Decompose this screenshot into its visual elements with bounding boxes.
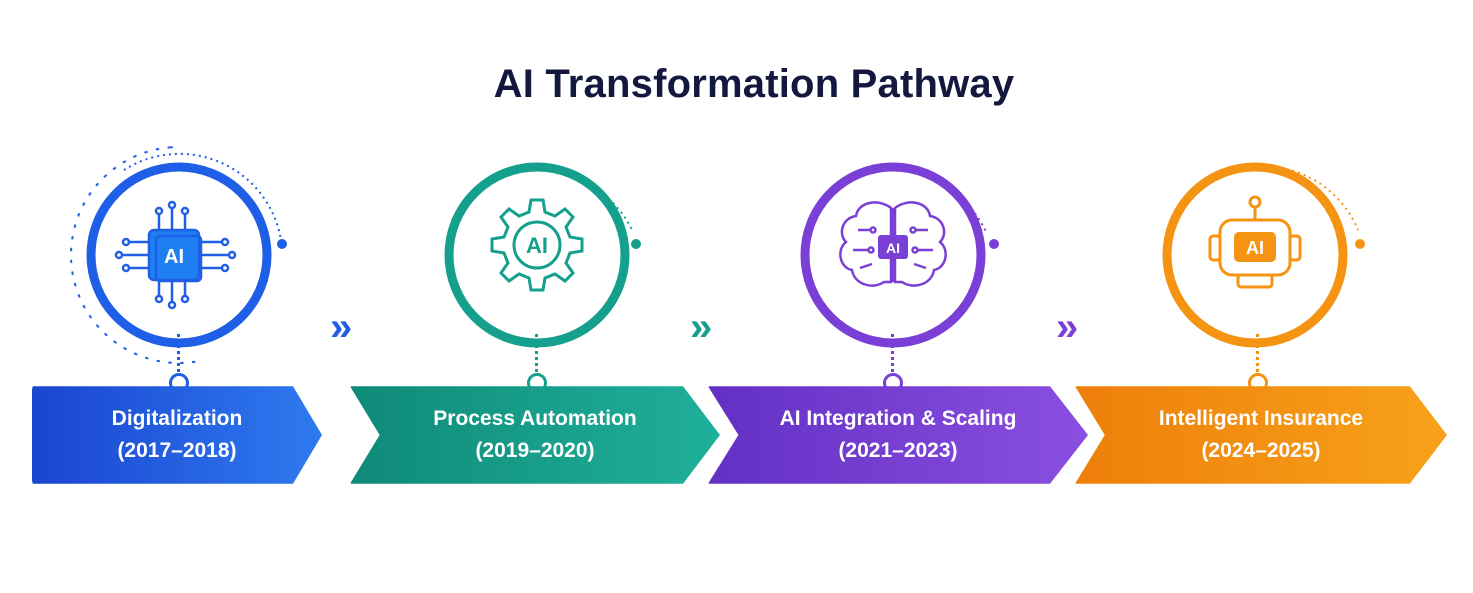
step-name: Intelligent Insurance xyxy=(1158,407,1364,430)
connector xyxy=(535,334,538,378)
robot-icon: AI xyxy=(1160,160,1365,350)
brain-icon: AI xyxy=(798,160,999,350)
connector xyxy=(177,334,180,378)
brain-icon-text: AI xyxy=(886,240,900,256)
step-years: (2019–2020) xyxy=(475,439,595,462)
step-banner-digitalization: Digitalization (2017–2018) xyxy=(32,386,322,484)
step-banner-intelligent-insurance: Intelligent Insurance (2024–2025) xyxy=(1075,386,1447,484)
connector xyxy=(891,334,894,378)
step-banner-ai-integration: AI Integration & Scaling (2021–2023) xyxy=(708,386,1088,484)
chevron-right-icon: » xyxy=(690,305,712,349)
step-years: (2017–2018) xyxy=(117,439,237,462)
step-years: (2021–2023) xyxy=(838,439,958,462)
gear-icon: AI xyxy=(442,160,641,350)
robot-icon-text: AI xyxy=(1246,238,1264,258)
step-name: Digitalization xyxy=(111,407,243,430)
diagram-title: AI Transformation Pathway xyxy=(493,62,1015,106)
step-name: AI Integration & Scaling xyxy=(779,407,1017,430)
chevron-right-icon: » xyxy=(1056,305,1078,349)
chip-icon-text: AI xyxy=(164,246,184,268)
step-name: Process Automation xyxy=(433,407,637,430)
chip-icon: AI xyxy=(84,160,274,350)
gear-icon-text: AI xyxy=(526,233,548,258)
connector xyxy=(1256,334,1259,378)
chevron-right-icon: » xyxy=(330,305,352,349)
step-banner-process-automation: Process Automation (2019–2020) xyxy=(350,386,720,484)
step-years: (2024–2025) xyxy=(1201,439,1321,462)
